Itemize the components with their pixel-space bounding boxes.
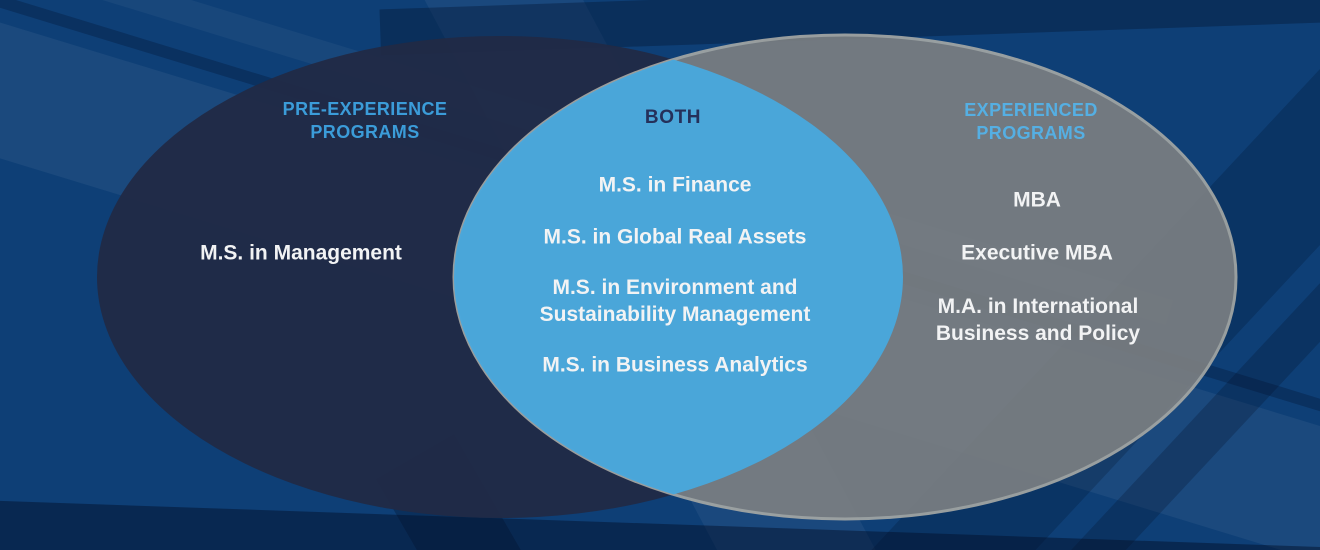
overlap-item-ms-environment-sustainability: M.S. in Environment and Sustainability M… xyxy=(539,276,811,326)
left-circle-title-line2: PROGRAMS xyxy=(310,122,420,142)
overlap-item-ms-business-analytics: M.S. in Business Analytics xyxy=(542,353,808,377)
right-circle-title-line2: PROGRAMS xyxy=(976,123,1086,143)
left-circle-item-ms-management: M.S. in Management xyxy=(200,241,402,265)
left-circle-title-line1: PRE-EXPERIENCE xyxy=(282,99,448,119)
right-circle-title-line1: EXPERIENCED xyxy=(964,100,1098,120)
right-circle-item-executive-mba: Executive MBA xyxy=(961,241,1113,265)
overlap-item-ms-global-real-assets: M.S. in Global Real Assets xyxy=(543,225,807,249)
overlap-item-ms-finance: M.S. in Finance xyxy=(598,173,752,197)
right-circle-title: EXPERIENCED PROGRAMS xyxy=(891,99,1171,145)
overlap-title: BOTH xyxy=(644,107,702,128)
right-circle-item-ma-international-business-policy: M.A. in International Business and Polic… xyxy=(935,295,1141,345)
overlap-lens-shape xyxy=(454,36,903,518)
right-circle-item-mba: MBA xyxy=(1013,188,1061,212)
left-circle-title: PRE-EXPERIENCE PROGRAMS xyxy=(225,98,505,144)
